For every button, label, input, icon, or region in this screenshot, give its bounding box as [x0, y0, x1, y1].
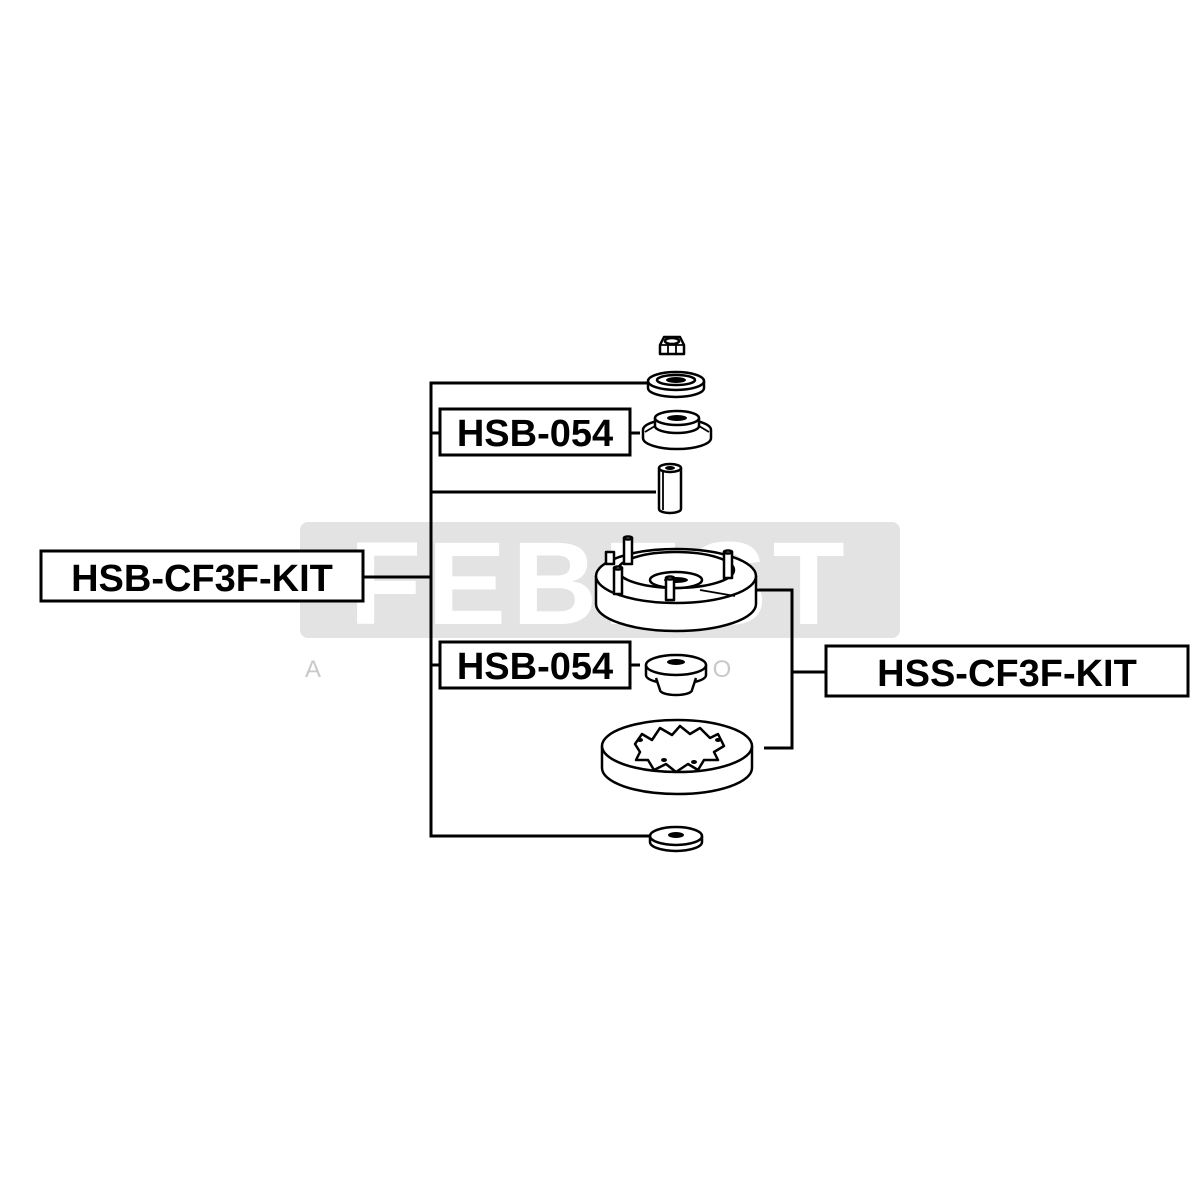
label-support-kit-text: HSS-CF3F-KIT — [877, 653, 1137, 695]
washer-top-part — [646, 370, 706, 399]
sleeve-part — [657, 462, 683, 515]
rubber-bushing-upper-part — [641, 409, 713, 451]
label-main-kit-text: HSB-CF3F-KIT — [71, 558, 333, 600]
label-bushing-mid[interactable]: HSB-054 — [438, 640, 632, 690]
label-bushing-top-text: HSB-054 — [457, 413, 613, 455]
label-main-kit[interactable]: HSB-CF3F-KIT — [39, 549, 365, 603]
label-bushing-top[interactable]: HSB-054 — [438, 407, 632, 457]
main-kit-bracket — [429, 381, 650, 838]
label-bushing-mid-text: HSB-054 — [457, 646, 613, 688]
washer-bottom-part — [648, 825, 704, 853]
strut-mount-lower-part — [600, 718, 754, 796]
label-support-kit[interactable]: HSS-CF3F-KIT — [824, 644, 1190, 698]
strut-mount-upper-part — [594, 535, 758, 633]
rubber-bushing-lower-part — [644, 653, 708, 697]
nut-part — [658, 335, 686, 356]
support-kit-bracket — [750, 588, 794, 750]
